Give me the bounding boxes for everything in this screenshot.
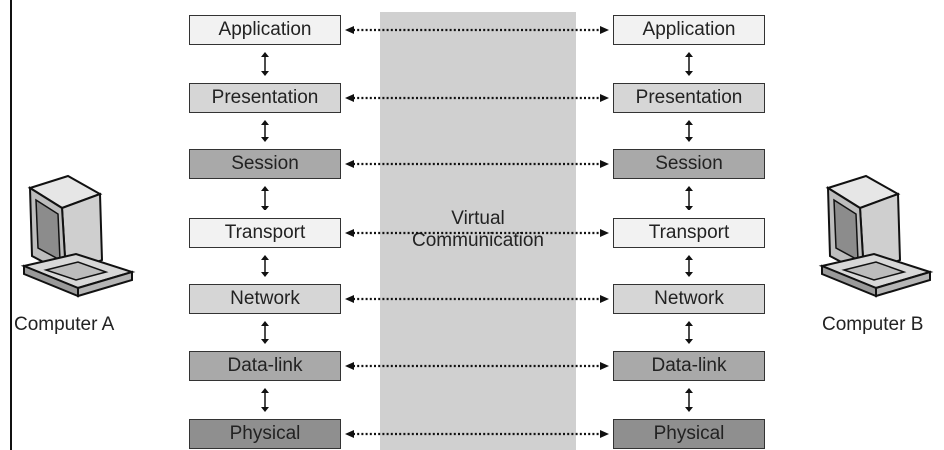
left-vertical-arrow-5 xyxy=(261,388,269,412)
left-vertical-arrow-2 xyxy=(261,186,269,210)
computer-a-icon xyxy=(20,174,136,298)
peer-connection-6 xyxy=(345,430,609,438)
left-layer-transport: Transport xyxy=(189,218,341,248)
right-layer-network: Network xyxy=(613,284,765,314)
right-layer-transport: Transport xyxy=(613,218,765,248)
peer-connection-0 xyxy=(345,26,609,34)
right-layer-data-link: Data-link xyxy=(613,351,765,381)
left-layer-data-link: Data-link xyxy=(189,351,341,381)
left-layer-presentation: Presentation xyxy=(189,83,341,113)
left-vertical-arrow-4 xyxy=(261,321,269,344)
right-vertical-arrow-0 xyxy=(685,52,693,76)
computer-b-icon xyxy=(818,174,934,298)
peer-connection-3 xyxy=(345,229,609,237)
virtual-label-line-1: Virtual xyxy=(451,208,505,229)
virtual-communication-band xyxy=(380,12,576,450)
right-vertical-arrow-1 xyxy=(685,120,693,142)
peer-connection-4 xyxy=(345,295,609,303)
right-vertical-arrow-4 xyxy=(685,321,693,344)
right-vertical-arrow-5 xyxy=(685,388,693,412)
peer-connection-5 xyxy=(345,362,609,370)
left-vertical-arrow-3 xyxy=(261,255,269,277)
right-layer-application: Application xyxy=(613,15,765,45)
left-layer-session: Session xyxy=(189,149,341,179)
left-vertical-arrow-0 xyxy=(261,52,269,76)
virtual-label-line-2: Communication xyxy=(412,230,544,251)
left-border-line xyxy=(10,0,12,450)
left-vertical-arrow-1 xyxy=(261,120,269,142)
computer-a-label: Computer A xyxy=(14,314,115,335)
right-vertical-arrow-3 xyxy=(685,255,693,277)
left-layer-network: Network xyxy=(189,284,341,314)
peer-connection-1 xyxy=(345,94,609,102)
peer-connection-2 xyxy=(345,160,609,168)
computer-b-label: Computer B xyxy=(822,314,924,335)
right-layer-session: Session xyxy=(613,149,765,179)
virtual-communication-label: Virtual Communication xyxy=(380,208,576,252)
left-layer-physical: Physical xyxy=(189,419,341,449)
left-layer-application: Application xyxy=(189,15,341,45)
right-layer-presentation: Presentation xyxy=(613,83,765,113)
right-layer-physical: Physical xyxy=(613,419,765,449)
right-vertical-arrow-2 xyxy=(685,186,693,210)
